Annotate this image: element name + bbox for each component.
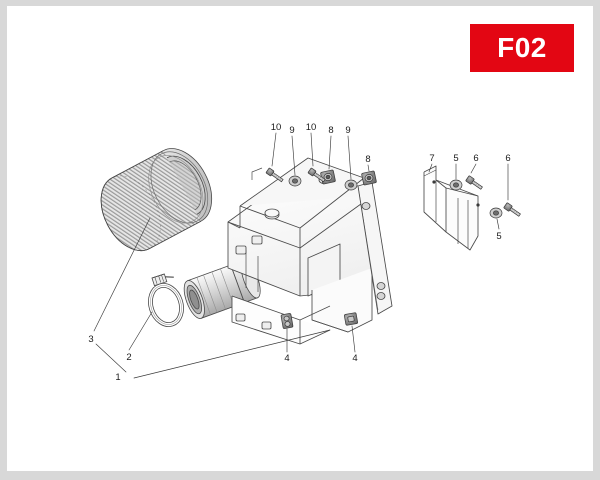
callout-labels: 1 2 3 4 4 5 5 6 6 7 8 8 9 9 10 10 [88, 122, 510, 383]
rubber-mount-group [280, 312, 358, 329]
callout-5-lower: 5 [496, 231, 501, 242]
washer-left [288, 175, 302, 187]
support-bracket [423, 165, 480, 251]
airbox-housing [227, 157, 373, 345]
callout-6-lower: 6 [505, 153, 510, 164]
washer-upper [449, 179, 463, 191]
bolt-upper [465, 175, 483, 190]
callout-6-upper: 6 [473, 153, 478, 164]
callout-9-left: 9 [289, 125, 294, 136]
square-nut-left [320, 169, 336, 185]
leader-lines [93, 132, 509, 379]
washer-right [344, 179, 358, 191]
callout-10-left: 10 [271, 122, 282, 133]
callout-10-right: 10 [306, 122, 317, 133]
bolt-lower [503, 202, 521, 217]
fastener-group-top [265, 167, 377, 191]
callout-9-right: 9 [345, 125, 350, 136]
square-nut-right [361, 170, 377, 186]
figure-badge: F02 [470, 24, 574, 72]
callout-8-right: 8 [365, 154, 370, 165]
callout-8-left: 8 [328, 125, 333, 136]
washer-lower [489, 207, 503, 219]
callout-3: 3 [88, 334, 93, 345]
callout-5-upper: 5 [453, 153, 458, 164]
callout-2: 2 [126, 352, 131, 363]
rubber-mount-right [344, 312, 358, 326]
callout-4-right: 4 [352, 353, 357, 364]
air-filter-element [100, 148, 213, 251]
callout-4-left: 4 [284, 353, 289, 364]
bolt-right [307, 167, 326, 183]
callout-1: 1 [115, 372, 120, 383]
fastener-group-right [449, 175, 521, 219]
rubber-mount-left [280, 313, 294, 329]
figure-badge-label: F02 [497, 32, 547, 63]
hose-clamp [148, 273, 184, 327]
callout-7: 7 [429, 153, 434, 164]
bolt-left [265, 167, 284, 183]
